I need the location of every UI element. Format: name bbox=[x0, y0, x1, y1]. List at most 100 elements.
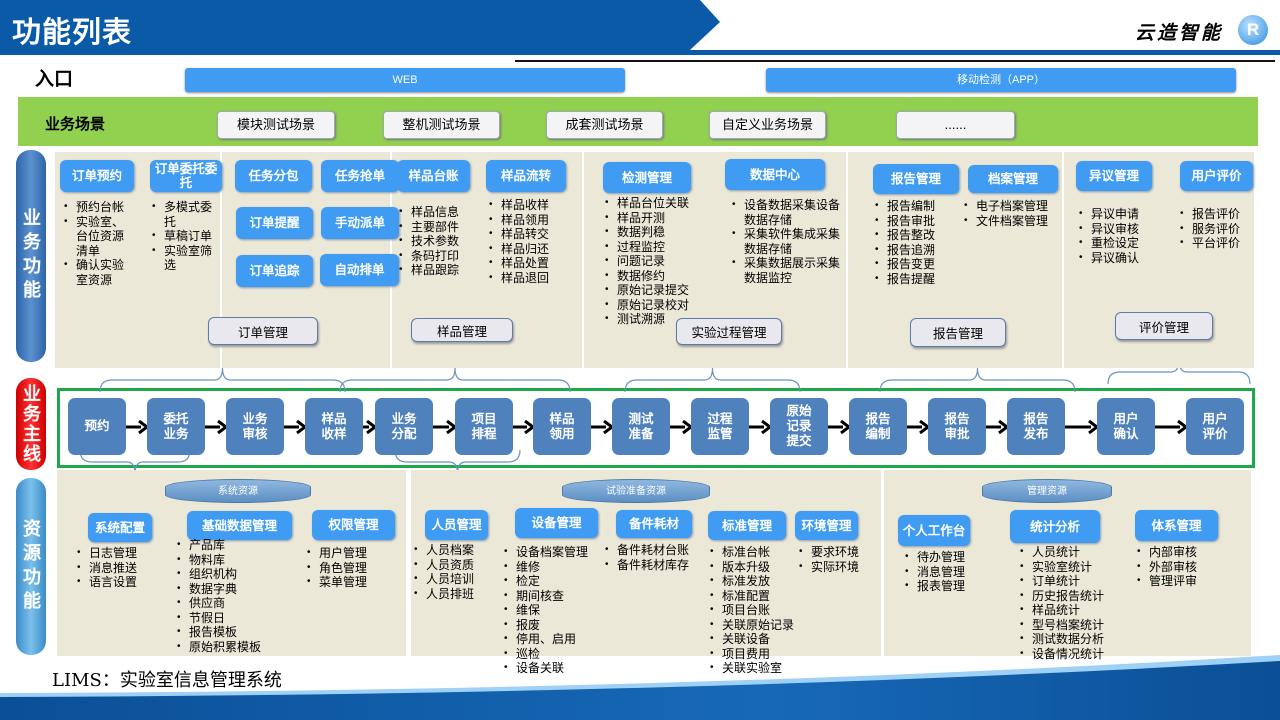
list-item: 报废 bbox=[502, 618, 602, 633]
module-button[interactable]: 样品流转 bbox=[486, 160, 566, 192]
list-item: 要求环境 bbox=[797, 545, 877, 560]
list-item: 标准台帐 bbox=[708, 545, 808, 560]
bullet-list: 人员统计实验室统计订单统计历史报告统计样品统计型号档案统计测试数据分析设备情况统… bbox=[1018, 545, 1128, 661]
list-item: 维修 bbox=[502, 560, 602, 575]
bullet-list: 样品收样样品领用样品转交样品归还样品处置样品退回 bbox=[487, 198, 567, 285]
module-button[interactable]: 检测管理 bbox=[603, 162, 691, 193]
arrow-icon bbox=[1155, 419, 1189, 435]
list-item: 样品信息 bbox=[397, 205, 477, 220]
arrow-icon bbox=[433, 419, 458, 435]
scenario-button[interactable]: 自定义业务场景 bbox=[709, 111, 826, 139]
list-item: 维保 bbox=[502, 603, 602, 618]
mainline-step[interactable]: 预约 bbox=[68, 398, 126, 455]
list-item: 供应商 bbox=[175, 596, 285, 611]
mainline-step[interactable]: 样品收样 bbox=[305, 398, 363, 455]
module-button[interactable]: 环境管理 bbox=[795, 511, 858, 540]
mainline-step[interactable]: 报告发布 bbox=[1007, 398, 1065, 455]
header-banner bbox=[0, 0, 720, 50]
list-item: 原始积累模板 bbox=[175, 640, 285, 655]
list-item: 角色管理 bbox=[305, 561, 385, 576]
bullet-list: 设备数据采集设备数据存储采集软件集成采集数据存储采集数据展示采集数据监控 bbox=[730, 198, 840, 285]
footer-swoosh bbox=[0, 655, 1280, 720]
bullet-list: 样品信息主要部件技术参数条码打印样品跟踪 bbox=[397, 205, 477, 278]
module-button[interactable]: 统计分析 bbox=[1010, 510, 1100, 543]
module-button[interactable]: 数据中心 bbox=[725, 159, 825, 190]
module-button[interactable]: 手动派单 bbox=[321, 207, 399, 239]
bullet-list: 设备档案管理维修检定期间核查维保报废停用、启用巡检设备关联 bbox=[502, 545, 602, 676]
list-item: 报告变更 bbox=[873, 257, 963, 272]
web-entry-button[interactable]: WEB bbox=[185, 68, 625, 92]
module-button[interactable]: 标准管理 bbox=[708, 511, 786, 540]
list-item: 设备情况统计 bbox=[1018, 647, 1128, 662]
mainline-step[interactable]: 报告审批 bbox=[928, 398, 986, 455]
list-item: 原始记录校对 bbox=[603, 298, 713, 313]
arrow-icon bbox=[513, 419, 536, 435]
module-button[interactable]: 基础数据管理 bbox=[187, 511, 292, 540]
bullet-list: 预约台帐实验室、台位资源清单确认实验室资源 bbox=[62, 200, 134, 287]
module-button[interactable]: 体系管理 bbox=[1135, 510, 1218, 541]
module-button[interactable]: 订单委托委托 bbox=[150, 160, 222, 192]
bullet-list: 日志管理消息推送语言设置 bbox=[75, 546, 155, 590]
module-button[interactable]: 档案管理 bbox=[968, 165, 1058, 193]
summary-box[interactable]: 订单管理 bbox=[208, 317, 318, 345]
list-item: 项目台账 bbox=[708, 603, 808, 618]
list-item: 消息推送 bbox=[75, 561, 155, 576]
entry-label: 入口 bbox=[35, 69, 74, 90]
mainline-step[interactable]: 业务审核 bbox=[226, 398, 284, 455]
list-item: 样品转交 bbox=[487, 227, 567, 242]
mainline-step[interactable]: 样品领用 bbox=[533, 398, 591, 455]
footer-caption: LIMS：实验室信息管理系统 bbox=[52, 670, 282, 691]
module-button[interactable]: 自动排单 bbox=[320, 254, 399, 286]
module-button[interactable]: 报告管理 bbox=[873, 164, 959, 194]
list-item: 数据判稳 bbox=[603, 225, 713, 240]
bullet-list: 标准台帐版本升级标准发放标准配置项目台账关联原始记录关联设备项目费用关联实验室 bbox=[708, 545, 808, 676]
scenario-button[interactable]: 整机测试场景 bbox=[383, 111, 500, 139]
scenario-button[interactable]: 成套测试场景 bbox=[546, 111, 663, 139]
list-item: 期间核查 bbox=[502, 589, 602, 604]
module-button[interactable]: 备件耗材 bbox=[616, 510, 692, 538]
mainline-step[interactable]: 测试准备 bbox=[612, 398, 670, 455]
module-button[interactable]: 系统配置 bbox=[88, 513, 152, 542]
module-button[interactable]: 个人工作台 bbox=[898, 515, 970, 546]
module-button[interactable]: 权限管理 bbox=[312, 510, 395, 540]
arrow-icon bbox=[126, 419, 150, 435]
module-button[interactable]: 样品台账 bbox=[397, 160, 470, 192]
bullet-list: 产品库物料库组织机构数据字典供应商节假日报告模板原始积累模板 bbox=[175, 538, 285, 654]
scenario-button[interactable]: 模块测试场景 bbox=[217, 111, 335, 139]
scenario-label: 业务场景 bbox=[45, 116, 106, 133]
module-button[interactable]: 任务抢单 bbox=[321, 160, 399, 192]
mainline-step[interactable]: 用户评价 bbox=[1186, 398, 1244, 455]
module-button[interactable]: 任务分包 bbox=[235, 160, 312, 192]
side-label-text: 业务功能 bbox=[21, 208, 41, 304]
module-button[interactable]: 订单追踪 bbox=[236, 255, 313, 287]
module-button[interactable]: 人员管理 bbox=[425, 510, 488, 540]
summary-box[interactable]: 评价管理 bbox=[1115, 312, 1213, 340]
arrow-icon bbox=[828, 419, 852, 435]
module-button[interactable]: 设备管理 bbox=[515, 508, 598, 538]
mainline-step[interactable]: 过程监管 bbox=[691, 398, 749, 455]
list-item: 过程监控 bbox=[603, 240, 713, 255]
mainline-step[interactable]: 报告编制 bbox=[849, 398, 907, 455]
mainline-step[interactable]: 用户确认 bbox=[1097, 398, 1155, 455]
list-item: 电子档案管理 bbox=[962, 199, 1062, 214]
list-item: 主要部件 bbox=[397, 220, 477, 235]
mainline-step[interactable]: 原始记录提交 bbox=[770, 398, 828, 455]
mainline-step[interactable]: 委托业务 bbox=[147, 398, 205, 455]
module-button[interactable]: 异议管理 bbox=[1076, 161, 1152, 191]
list-item: 草稿订单 bbox=[150, 229, 218, 244]
summary-box[interactable]: 样品管理 bbox=[411, 318, 513, 342]
module-button[interactable]: 订单提醒 bbox=[236, 207, 313, 239]
mainline-step[interactable]: 业务分配 bbox=[375, 398, 433, 455]
module-button[interactable]: 用户评价 bbox=[1180, 161, 1253, 191]
summary-box[interactable]: 报告管理 bbox=[910, 318, 1006, 347]
bullet-list: 待办管理消息管理报表管理 bbox=[903, 550, 983, 594]
summary-box[interactable]: 实验过程管理 bbox=[676, 318, 782, 345]
scenario-button[interactable]: ...... bbox=[896, 111, 1015, 139]
bullet-list: 要求环境实际环境 bbox=[797, 545, 877, 574]
list-item: 报告追溯 bbox=[873, 243, 963, 258]
mainline-step[interactable]: 项目排程 bbox=[455, 398, 513, 455]
list-item: 用户管理 bbox=[305, 546, 385, 561]
app-entry-button[interactable]: 移动检测（APP） bbox=[766, 68, 1236, 92]
module-button[interactable]: 订单预约 bbox=[60, 160, 134, 192]
bullet-list: 报告编制报告审批报告整改报告追溯报告变更报告提醒 bbox=[873, 199, 963, 286]
